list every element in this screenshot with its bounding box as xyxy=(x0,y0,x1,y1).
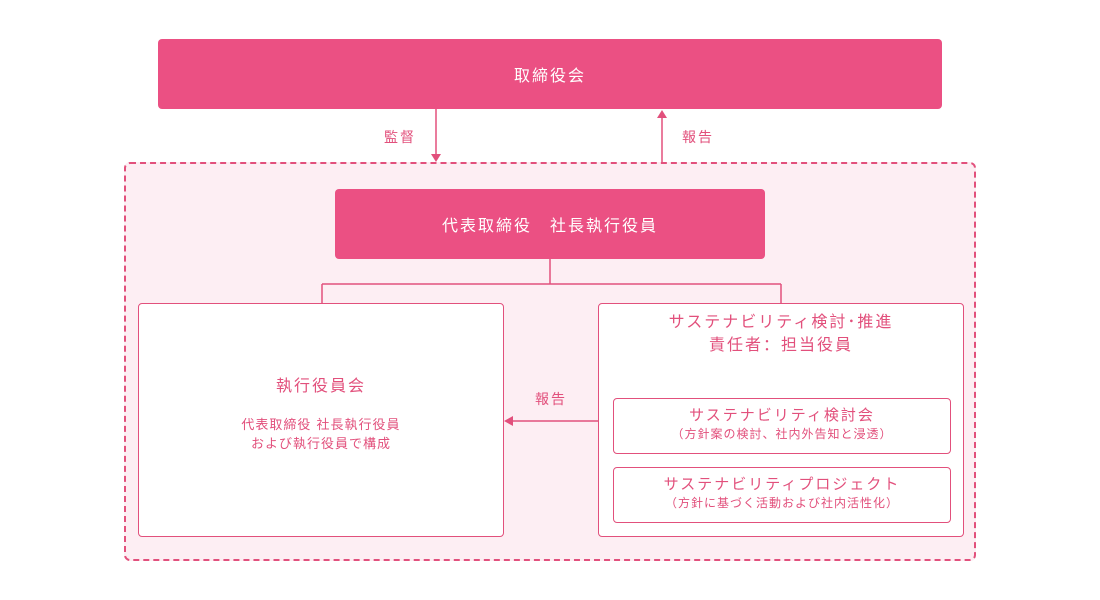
executive-committee-description: 代表取締役 社長執行役員 および執行役員で構成 xyxy=(139,416,503,454)
board-label: 取締役会 xyxy=(513,66,586,85)
sustainability-title-line2: 責任者：担当役員 xyxy=(708,335,853,354)
sustainability-title-line1: サステナビリティ検討･推進 xyxy=(668,312,894,331)
sustainability-project-box: サステナビリティプロジェクト （方針に基づく活動および社内活性化） xyxy=(613,467,951,523)
president-label: 代表取締役 社長執行役員 xyxy=(441,216,658,235)
sustainability-committee-box: サステナビリティ検討会 （方針案の検討、社内外告知と浸透） xyxy=(613,398,951,454)
executive-committee-description-line1: 代表取締役 社長執行役員 xyxy=(241,418,401,433)
supervision-label: 監督 xyxy=(384,130,416,146)
sustainability-box: サステナビリティ検討･推進 責任者：担当役員 サステナビリティ検討会 （方針案の… xyxy=(598,303,964,537)
sustainability-project-description: （方針に基づく活動および社内活性化） xyxy=(664,496,899,510)
report-left-arrowhead xyxy=(504,416,513,426)
executive-committee-title: 執行役員会 xyxy=(275,376,366,395)
supervision-arrowhead xyxy=(431,154,441,162)
sustainability-committee-name: サステナビリティ検討会 xyxy=(689,406,875,424)
report-up-arrowhead xyxy=(657,110,667,118)
sustainability-title: サステナビリティ検討･推進 責任者：担当役員 xyxy=(599,310,963,356)
board-of-directors-box: 取締役会 xyxy=(158,39,942,109)
report-up-label: 報告 xyxy=(682,130,714,146)
president-box: 代表取締役 社長執行役員 xyxy=(335,189,765,259)
sustainability-committee-description: （方針案の検討、社内外告知と浸透） xyxy=(671,427,893,441)
report-left-label: 報告 xyxy=(535,392,567,408)
executive-committee-box: 執行役員会 代表取締役 社長執行役員 および執行役員で構成 xyxy=(138,303,504,537)
sustainability-project-name: サステナビリティプロジェクト xyxy=(663,475,901,493)
executive-committee-description-line2: および執行役員で構成 xyxy=(250,437,391,452)
